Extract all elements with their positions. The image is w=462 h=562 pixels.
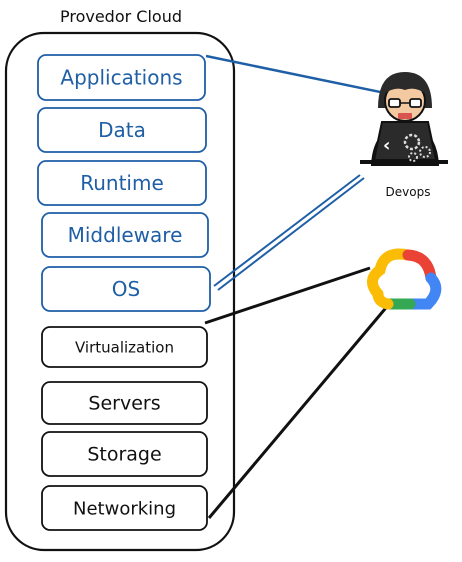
layer-box-servers	[41, 381, 208, 425]
layer-label-runtime: Runtime	[80, 171, 164, 195]
layer-box-os	[41, 266, 211, 312]
connector-virtualization-provider	[204, 266, 371, 325]
layer-label-data: Data	[98, 118, 146, 142]
layer-box-applications	[37, 54, 206, 101]
devops-label: Devops	[386, 185, 431, 199]
layer-label-networking: Networking	[73, 498, 176, 519]
layer-box-middleware	[41, 212, 209, 258]
layer-box-data	[37, 107, 207, 153]
provider-container	[4, 31, 236, 552]
layer-box-runtime	[37, 160, 207, 206]
layer-label-virtualization: Virtualization	[75, 338, 174, 356]
container-title: Provedor Cloud	[60, 7, 182, 26]
connector-applications-devops	[205, 54, 386, 95]
layer-box-virtualization	[41, 326, 208, 368]
layer-label-middleware: Middleware	[68, 223, 183, 247]
devops-person-icon: ‹	[360, 72, 448, 166]
layer-box-networking	[41, 485, 208, 531]
connector-lines	[204, 54, 392, 519]
layer-label-applications: Applications	[60, 66, 182, 90]
layer-label-storage: Storage	[87, 444, 161, 466]
svg-text:‹: ‹	[383, 135, 390, 156]
layer-box-storage	[41, 431, 208, 477]
layer-label-os: OS	[112, 277, 140, 301]
connector-networking-provider	[207, 302, 392, 519]
layer-label-servers: Servers	[88, 393, 160, 415]
google-cloud-icon	[367, 248, 442, 310]
connector-os-devops-a	[213, 174, 361, 287]
connector-os-devops-b	[217, 177, 365, 291]
